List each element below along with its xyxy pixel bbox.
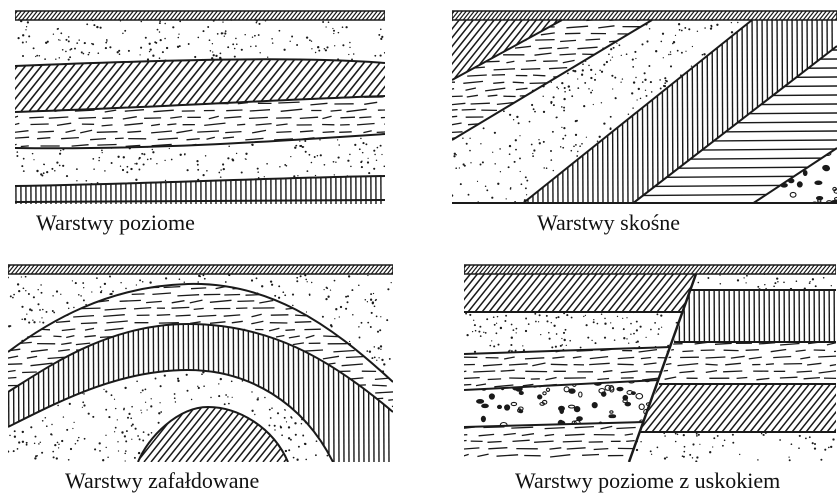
- top-soil-layer: [8, 262, 393, 278]
- inclined-layers-drawing: [452, 8, 837, 204]
- sand-layer: [8, 262, 392, 462]
- diagonal-hatched-layer: [15, 8, 385, 204]
- top-soil-layer: [464, 262, 836, 278]
- caption-inclined-layers: Warstwy skośne: [537, 212, 680, 234]
- folded-layers-drawing: [8, 262, 393, 462]
- dashed-layer: [15, 11, 385, 203]
- caption-horizontal-layers: Warstwy poziome: [36, 212, 195, 234]
- sand-layer-lower: [15, 8, 385, 204]
- sand-layer: [15, 8, 385, 204]
- top-soil-layer: [452, 8, 837, 24]
- fault-line: [629, 274, 696, 462]
- top-soil-layer: [15, 8, 385, 24]
- sand-layer-core: [8, 262, 393, 462]
- panel-inclined-layers: [452, 8, 837, 204]
- panel-horizontal-layers: [15, 8, 385, 204]
- panel-faulted-layers: [464, 262, 836, 462]
- caption-faulted-layers: Warstwy poziome z uskokiem: [515, 470, 780, 492]
- panel-folded-layers: [8, 262, 393, 462]
- horizontal-layers-drawing: [15, 8, 385, 204]
- faulted-layers-drawing: [464, 262, 836, 462]
- diagonal-hatched-core: [8, 262, 393, 462]
- vertical-hatched-layer: [8, 262, 389, 462]
- dashed-layer: [8, 265, 393, 457]
- caption-folded-layers: Warstwy zafałdowane: [65, 470, 259, 492]
